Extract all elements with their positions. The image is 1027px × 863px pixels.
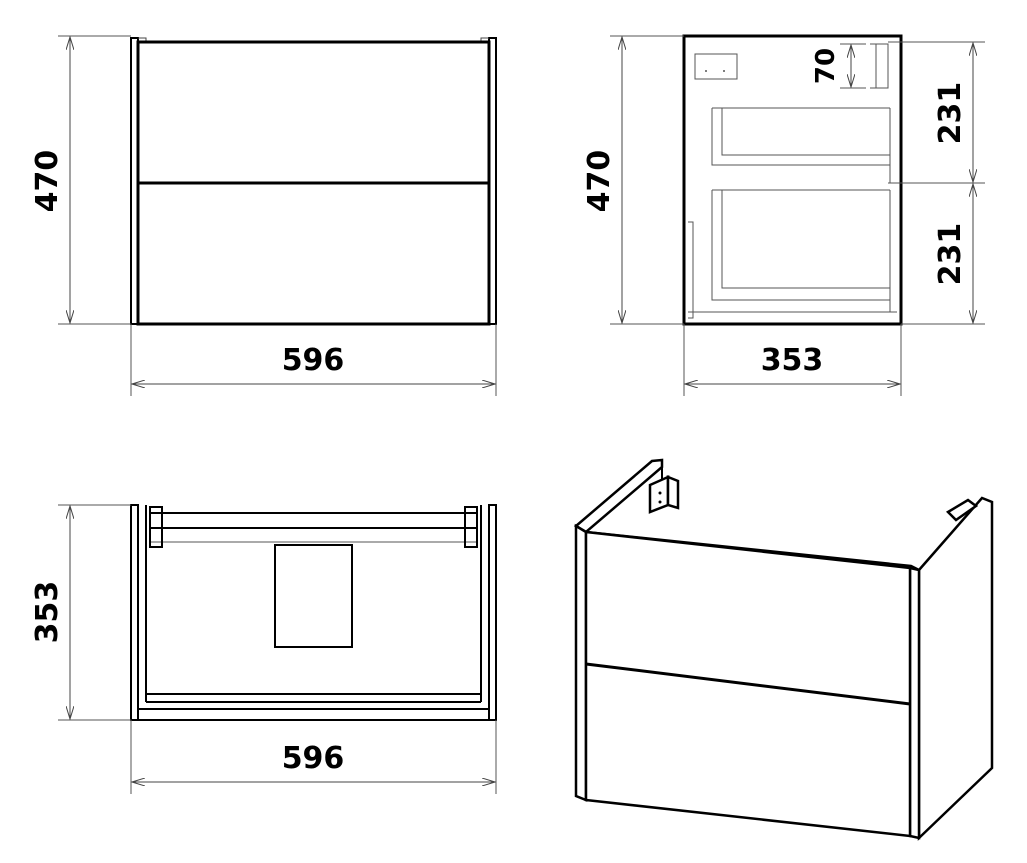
siphon-cutout <box>274 544 353 648</box>
side-depth-dimension: 353 <box>683 324 902 396</box>
right-hanger <box>464 506 478 548</box>
top-gap-label: 70 <box>811 48 841 84</box>
side-cabinet <box>682 34 903 326</box>
top-cabinet <box>130 504 497 721</box>
left-hanger <box>149 506 163 548</box>
side-drawer-dimensions: 231 231 <box>888 41 985 325</box>
front-width-dimension: 596 <box>130 324 497 396</box>
front-cabinet <box>130 37 497 326</box>
isometric-view <box>573 458 994 841</box>
side-height-dimension: 470 <box>582 35 684 325</box>
top-view: 353 596 <box>30 504 497 794</box>
top-depth-label: 353 <box>30 581 65 644</box>
top-gap-dimension: 70 <box>811 43 866 89</box>
front-height-dimension: 470 <box>30 35 131 325</box>
top-depth-dimension: 353 <box>30 504 131 721</box>
iso-drawer-divider <box>585 662 911 706</box>
front-width-label: 596 <box>282 343 345 378</box>
front-view: 470 596 <box>30 35 497 396</box>
side-mounting-bracket <box>694 53 738 80</box>
top-width-label: 596 <box>282 741 345 776</box>
side-height-label: 470 <box>582 150 617 213</box>
side-depth-label: 353 <box>761 343 824 378</box>
upper-drawer-label: 231 <box>933 82 968 145</box>
lower-drawer-label: 231 <box>933 223 968 286</box>
top-width-dimension: 596 <box>130 720 497 794</box>
side-view: 470 353 231 231 70 <box>582 34 985 396</box>
front-height-label: 470 <box>30 150 65 213</box>
